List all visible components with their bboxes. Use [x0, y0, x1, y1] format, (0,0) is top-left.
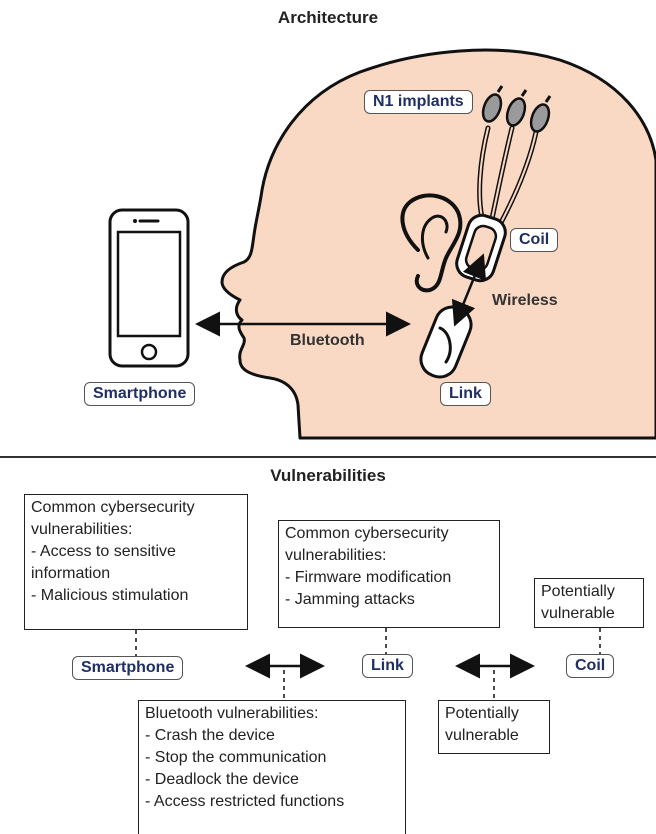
- box-line: - Malicious stimulation: [31, 587, 189, 604]
- box-line: vulnerable: [445, 727, 519, 744]
- architecture-illustration: [108, 48, 656, 440]
- box-line: Common cybersecurity: [31, 499, 195, 516]
- box-line: vulnerable: [541, 605, 615, 622]
- node-link: Link: [362, 654, 413, 678]
- box-line: - Stop the communication: [145, 749, 327, 766]
- vulnerabilities-title: Vulnerabilities: [270, 466, 386, 485]
- box-line: Common cybersecurity: [285, 525, 449, 542]
- n1-implant-electrodes: [481, 93, 551, 133]
- box-line: - Jamming attacks: [285, 591, 415, 608]
- box-line: information: [31, 565, 111, 582]
- vulnerabilities-connectors: [135, 628, 601, 700]
- label-bluetooth: Bluetooth: [290, 332, 365, 349]
- label-wireless: Wireless: [492, 292, 558, 309]
- tag-n1-implants: N1 implants: [364, 90, 473, 114]
- tag-coil: Coil: [510, 228, 559, 252]
- bluetooth-vulnerabilities-box: Bluetooth vulnerabilities: - Crash the d…: [138, 700, 406, 834]
- box-line: - Firmware modification: [285, 569, 452, 586]
- node-coil: Coil: [566, 654, 615, 678]
- smartphone-vulnerabilities-box: Common cybersecurity vulnerabilities: - …: [24, 494, 248, 630]
- box-line: - Access restricted functions: [145, 793, 345, 810]
- tag-link: Link: [440, 382, 491, 406]
- architecture-title: Architecture: [277, 8, 379, 27]
- wireless-arrow: [451, 253, 487, 327]
- tag-smartphone: Smartphone: [84, 382, 196, 406]
- node-smartphone: Smartphone: [72, 656, 184, 680]
- box-line: - Deadlock the device: [145, 771, 299, 788]
- box-line: vulnerabilities:: [31, 521, 133, 538]
- box-line: vulnerabilities:: [285, 547, 387, 564]
- box-line: Potentially: [445, 705, 519, 722]
- section-divider: [0, 456, 656, 458]
- box-line: Potentially: [541, 583, 615, 600]
- wireless-vulnerabilities-box: Potentially vulnerable: [438, 700, 550, 754]
- box-line: - Access to sensitive: [31, 543, 176, 560]
- box-line: - Crash the device: [145, 727, 275, 744]
- link-vulnerabilities-box: Common cybersecurity vulnerabilities: - …: [278, 520, 500, 628]
- smartphone-device: [108, 208, 190, 368]
- coil-vulnerabilities-box: Potentially vulnerable: [534, 578, 644, 628]
- box-line: Bluetooth vulnerabilities:: [145, 705, 319, 722]
